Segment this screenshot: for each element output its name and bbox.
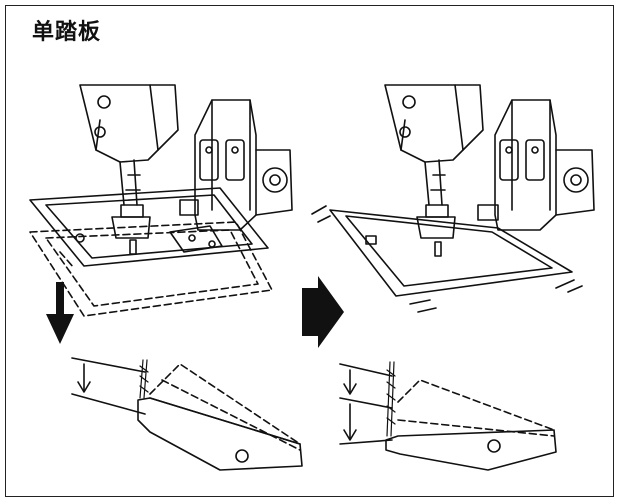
figure-title: 单踏板 — [32, 20, 102, 45]
left-sewing-machine — [79, 84, 293, 255]
left-frame-raised — [29, 187, 269, 267]
right-frame-lowered — [311, 205, 583, 313]
right-pedal-diagram — [339, 361, 557, 471]
left-frame-lowered — [29, 221, 273, 317]
right-sewing-machine — [384, 84, 595, 257]
down-arrow-icon — [46, 282, 74, 344]
left-pedal-diagram — [71, 357, 303, 471]
right-arrow-icon — [302, 276, 344, 348]
figure-frame — [5, 5, 614, 497]
